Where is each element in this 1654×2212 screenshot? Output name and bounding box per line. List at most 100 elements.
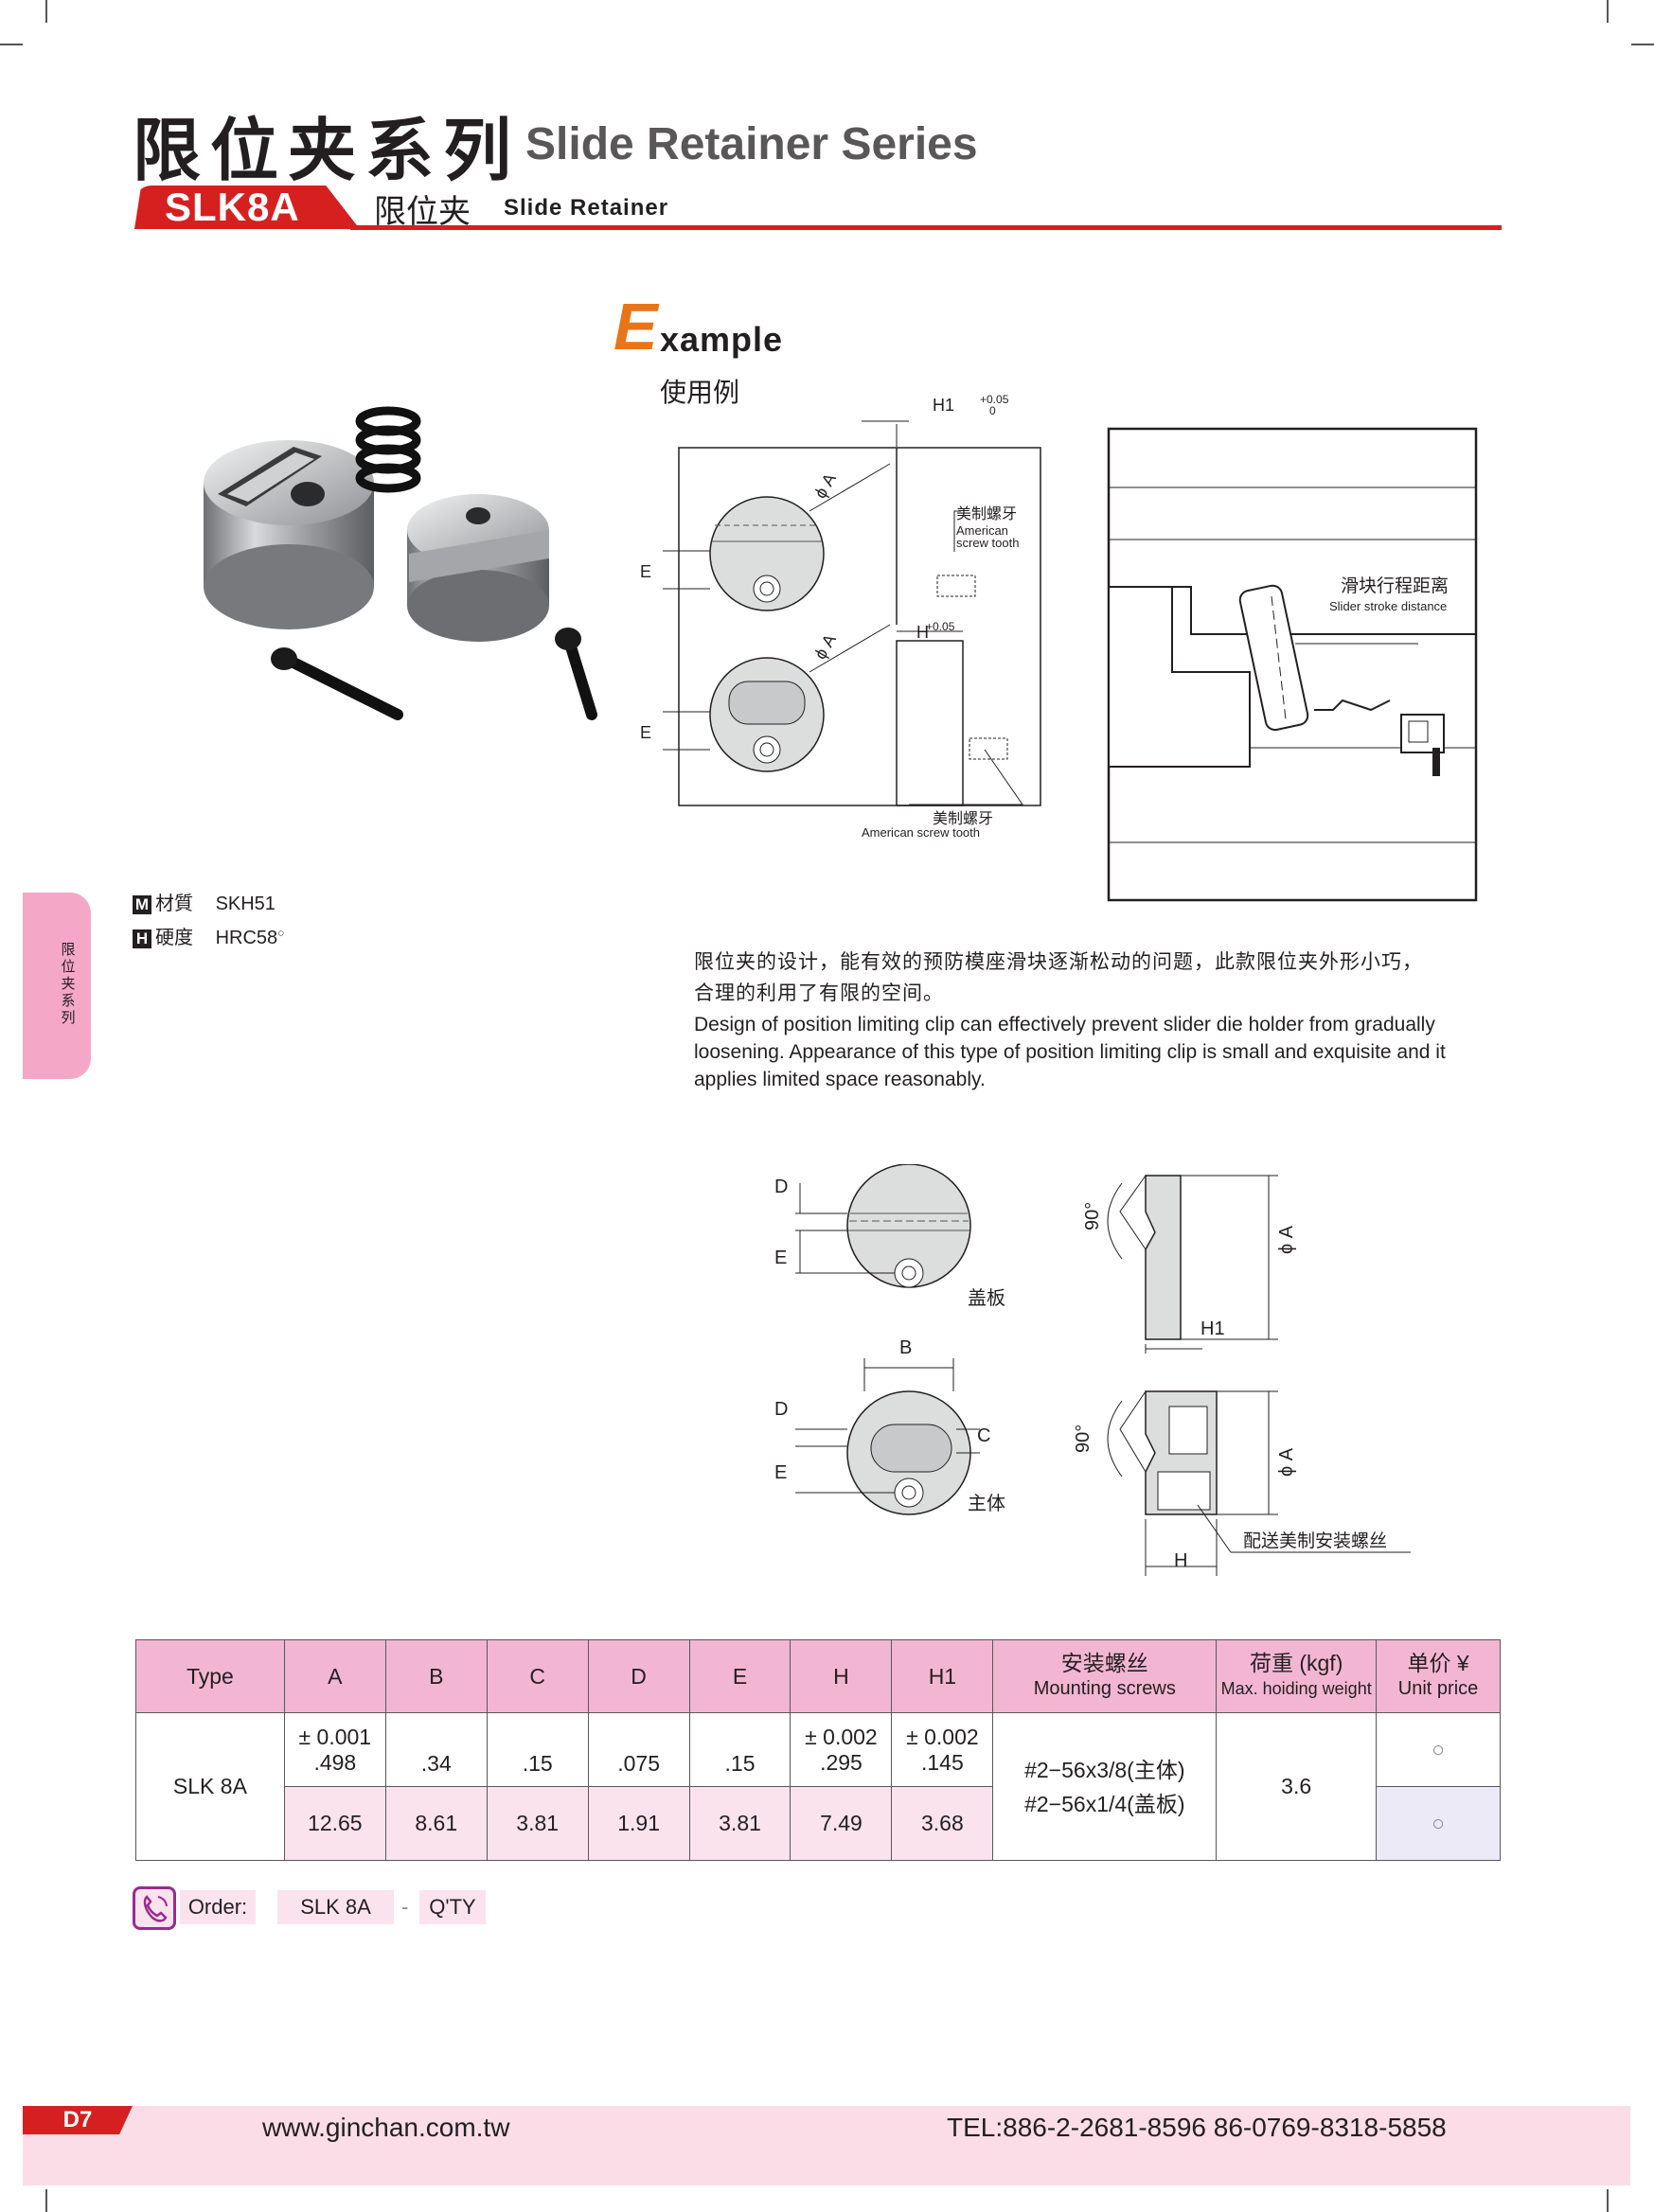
- label-screw-en2: screw tooth: [956, 536, 1019, 550]
- dim-angle: 90°: [1082, 1202, 1103, 1230]
- dim-e2: E: [774, 1462, 787, 1483]
- header-h1: H1: [891, 1639, 994, 1713]
- cell-h1-value: .145: [921, 1749, 964, 1775]
- description-cn: 限位夹的设计，能有效的预防模座滑块逐渐松动的问题，此款限位夹外形小巧， 合理的利…: [694, 947, 1480, 1009]
- header-load: 荷重 (kgf) Max. hoiding weight: [1216, 1639, 1378, 1713]
- cell-h-mm: 7.49: [790, 1786, 893, 1861]
- material-icon: M: [133, 895, 151, 914]
- hardness-icon: H: [133, 929, 151, 948]
- spec-table: Type A B C D E H H1 安装螺丝 Mounting screws…: [135, 1639, 1501, 1861]
- crop-mark: [0, 44, 23, 45]
- order-qty-field[interactable]: Q'TY: [419, 1890, 486, 1924]
- label-phi-a2: ϕ A: [810, 631, 840, 663]
- website-link[interactable]: www.ginchan.com.tw: [262, 2113, 510, 2142]
- dim-angle2: 90°: [1073, 1425, 1094, 1453]
- header-price-cn: 单价 ¥: [1407, 1651, 1469, 1675]
- description-cn-line1: 限位夹的设计，能有效的预防模座滑块逐渐松动的问题，此款限位夹外形小巧，: [694, 951, 1423, 973]
- subtitle-cn: 限位夹: [374, 193, 471, 231]
- label-tol-zero: 0: [989, 404, 996, 417]
- hardness-value: HRC58: [215, 928, 278, 948]
- header-screws: 安装螺丝 Mounting screws: [992, 1639, 1218, 1713]
- description-cn-line2: 合理的利用了有限的空间。: [694, 982, 944, 1004]
- cell-h-value: .295: [820, 1749, 863, 1775]
- dim-phi-a: ϕ A: [1276, 1225, 1297, 1254]
- main-body-label: 主体: [968, 1493, 1005, 1514]
- header-rule: [350, 225, 1502, 230]
- product-photo: [204, 406, 597, 720]
- cell-e-mm: 3.81: [688, 1786, 791, 1861]
- cell-b-mm: 8.61: [384, 1786, 488, 1861]
- header-screws-en: Mounting screws: [1033, 1678, 1176, 1699]
- cell-load: 3.6: [1216, 1712, 1378, 1861]
- table-header-row: Type A B C D E H H1 安装螺丝 Mounting screws…: [135, 1639, 1501, 1713]
- cell-a-mm: 12.65: [283, 1786, 386, 1861]
- subtitle-en: Slide Retainer: [504, 195, 669, 221]
- header-a: A: [283, 1639, 386, 1713]
- crop-mark: [1607, 2189, 1609, 2212]
- header-e: E: [688, 1639, 791, 1713]
- page-number: D7: [23, 2106, 133, 2134]
- description-en: Design of position limiting clip can eff…: [694, 1014, 1446, 1090]
- dim-d: D: [774, 1177, 788, 1197]
- header-price-en: Unit price: [1397, 1678, 1479, 1699]
- cell-d-mm: 1.91: [587, 1786, 690, 1861]
- dim-d2: D: [774, 1399, 788, 1420]
- degree-symbol: ○: [277, 926, 285, 940]
- order-model-field[interactable]: SLK 8A: [277, 1890, 394, 1924]
- dim-b: B: [899, 1337, 912, 1358]
- cell-h1-tol: ± 0.002: [906, 1724, 979, 1749]
- mold-section-drawing: 滑块行程距离 Slider stroke distance: [1107, 427, 1478, 902]
- order-label: Order:: [180, 1890, 256, 1924]
- model-badge-text: SLK8A: [165, 185, 300, 229]
- dim-e: E: [774, 1248, 787, 1268]
- side-tab-label: 限位夹系列: [61, 942, 76, 1026]
- cell-d-inch: .075: [587, 1712, 690, 1787]
- cover-plate-label: 盖板: [968, 1287, 1005, 1309]
- crop-mark: [1607, 0, 1609, 23]
- side-tab[interactable]: [23, 893, 91, 1079]
- screws-note: 配送美制安装螺丝: [1243, 1531, 1387, 1551]
- header-c: C: [486, 1639, 589, 1713]
- crop-mark: [1631, 44, 1654, 45]
- telephone: TEL:886-2-2681-8596 86-0769-8318-5858: [947, 2113, 1447, 2142]
- cell-a-value: .498: [313, 1749, 357, 1775]
- cell-price-2[interactable]: ○: [1376, 1786, 1501, 1861]
- cell-h-tol: ± 0.002: [805, 1724, 878, 1749]
- header-type: Type: [135, 1639, 285, 1713]
- hardness-label: 硬度: [155, 928, 193, 948]
- order-separator: -: [401, 1895, 409, 1919]
- cell-a-inch: ± 0.001 .498: [283, 1712, 386, 1787]
- label-e: E: [640, 562, 651, 581]
- header-price: 单价 ¥ Unit price: [1376, 1639, 1501, 1713]
- label-screw2-en: American screw tooth: [862, 825, 980, 840]
- cell-e-inch: .15: [688, 1712, 791, 1787]
- cell-c-inch: .15: [486, 1712, 589, 1787]
- phone-icon: [133, 1886, 176, 1930]
- cell-b-inch: .34: [384, 1712, 488, 1787]
- cell-c-mm: 3.81: [486, 1786, 589, 1861]
- label-tol-h: +0.05: [926, 620, 955, 633]
- dim-h1: H1: [1200, 1318, 1225, 1339]
- label-phi-a: ϕ A: [810, 470, 840, 502]
- dim-h: H: [1174, 1550, 1187, 1571]
- header-b: B: [384, 1639, 488, 1713]
- cell-screw1: #2−56x3/8(主体): [1024, 1757, 1185, 1782]
- cell-a-tol: ± 0.001: [298, 1724, 372, 1749]
- dim-phi-a2: ϕ A: [1276, 1447, 1297, 1477]
- example-heading-cn: 使用例: [660, 378, 740, 407]
- label-screw-cn: 美制螺牙: [956, 505, 1017, 522]
- cell-h-inch: ± 0.002 .295: [790, 1712, 893, 1787]
- table-row-mm: 12.65 8.61 3.81 1.91 3.81 7.49 3.68 ○: [136, 1786, 1501, 1861]
- material-label: 材質: [155, 894, 193, 914]
- label-stroke-en: Slider stroke distance: [1329, 599, 1447, 613]
- label-screw2-cn: 美制螺牙: [933, 810, 993, 827]
- cell-screw2: #2−56x1/4(盖板): [1024, 1791, 1185, 1816]
- label-tol: +0.05: [980, 393, 1009, 406]
- cell-screws: #2−56x3/8(主体) #2−56x1/4(盖板): [992, 1712, 1218, 1861]
- cell-type: SLK 8A: [135, 1712, 285, 1861]
- cell-h1-mm: 3.68: [891, 1786, 994, 1861]
- cell-price-1[interactable]: ○: [1376, 1712, 1501, 1787]
- header-load-en: Max. hoiding weight: [1220, 1679, 1372, 1698]
